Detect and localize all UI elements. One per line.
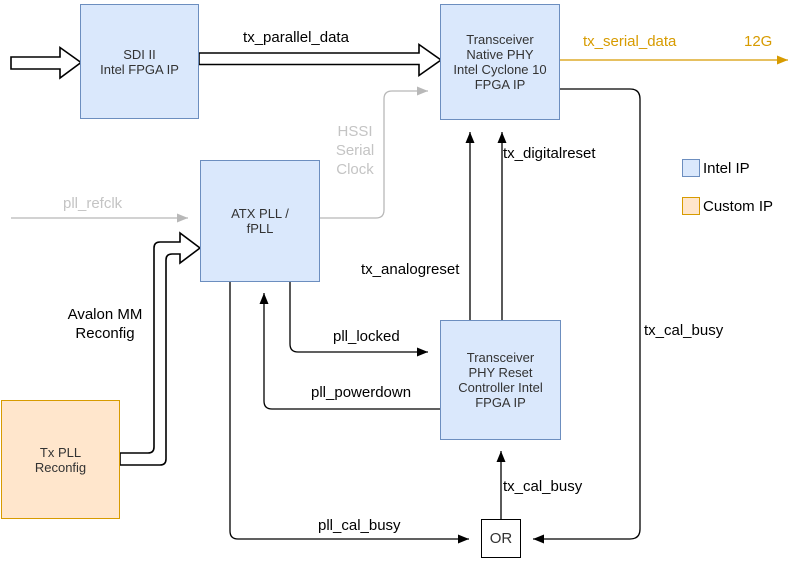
pll-powerdown-wire xyxy=(259,293,440,410)
avalon-mm-reconfig-arrow xyxy=(119,231,202,466)
tx-cal-busy-right-wire xyxy=(533,88,641,544)
label-tx-cal-busy-right: tx_cal_busy xyxy=(644,322,724,339)
label-12g: 12G xyxy=(744,33,773,50)
label-tx-parallel-data: tx_parallel_data xyxy=(243,29,349,46)
label-avalon-mm-reconfig: Avalon MM Reconfig xyxy=(67,306,143,342)
tx-parallel-data-arrow xyxy=(198,42,443,78)
legend-intel-ip-swatch xyxy=(682,159,700,177)
block-tx-pll-reconfig[interactable]: Tx PLL Reconfig xyxy=(1,400,120,519)
label-pll-powerdown: pll_powerdown xyxy=(311,384,412,401)
legend-intel-ip-label: Intel IP xyxy=(703,160,750,177)
block-transceiver-native-phy[interactable]: Transceiver Native PHY Intel Cyclone 10 … xyxy=(440,4,560,120)
label-pll-locked: pll_locked xyxy=(333,328,400,345)
label-hssi-serial-clock: HSSI Serial Clock xyxy=(335,123,375,178)
block-or-gate[interactable]: OR xyxy=(481,519,521,558)
block-atx-pll[interactable]: ATX PLL / fPLL xyxy=(200,160,320,282)
block-phy-reset-controller[interactable]: Transceiver PHY Reset Controller Intel F… xyxy=(440,320,561,440)
block-sdi-ii[interactable]: SDI II Intel FPGA IP xyxy=(80,4,199,119)
label-pll-cal-busy: pll_cal_busy xyxy=(318,517,401,534)
hssi-serial-clock-wire xyxy=(320,86,428,219)
label-tx-serial-data: tx_serial_data xyxy=(583,33,677,50)
legend-custom-ip-swatch xyxy=(682,197,700,215)
legend-custom-ip-label: Custom IP xyxy=(703,198,774,215)
label-tx-digitalreset: tx_digitalreset xyxy=(503,145,596,162)
label-tx-analogreset: tx_analogreset xyxy=(361,261,460,278)
sdi-input-arrow xyxy=(10,45,83,80)
label-pll-refclk: pll_refclk xyxy=(63,195,123,212)
label-tx-cal-busy-center: tx_cal_busy xyxy=(503,478,583,495)
pll-cal-busy-wire xyxy=(229,282,469,544)
pll-locked-wire xyxy=(289,282,428,357)
